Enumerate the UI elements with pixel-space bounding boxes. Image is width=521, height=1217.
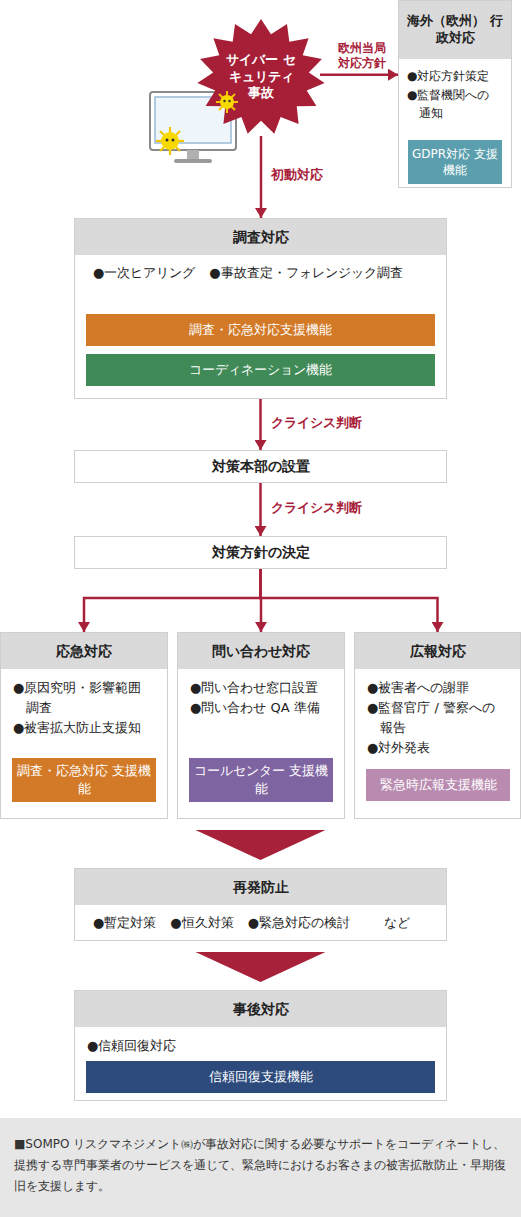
edge-label: 欧州当局 対応方針 — [332, 41, 392, 72]
process-panel: 広報対応●被害者への謝罪●監督官庁 / 警察への 報告●対外発表緊急時広報支援機… — [354, 632, 521, 819]
function-name: 緊急時広報支援機能 — [380, 776, 497, 794]
starburst-text-wrap: サイバー セキュリティ 事故 — [196, 18, 326, 136]
flow-arrow — [196, 830, 326, 860]
support-function-band: コーディネーション機能 — [86, 354, 435, 386]
flow-arrow — [261, 569, 438, 632]
bullet-item: ●対応方針策定 — [407, 67, 505, 86]
process-panel: 応急対応●原因究明・影響範囲 調査●被害拡大防止支援知調査・応急対応 支援機能 — [0, 632, 168, 819]
bullet-item: ●被害者への謝罪 — [367, 678, 510, 698]
flow-arrow — [260, 136, 263, 218]
panel-heading: 問い合わせ対応 — [178, 633, 344, 669]
virus-icons — [0, 0, 521, 220]
bullet-item: ●監督機関への 通知 — [407, 86, 505, 123]
support-function-band: 調査・応急対応支援機能 — [86, 314, 435, 346]
panel-body: ●一次ヒアリング ●事故査定・フォレンジック調査 — [75, 255, 446, 284]
panel-body: ●原因究明・影響範囲 調査●被害拡大防止支援知 — [1, 669, 167, 738]
function-name: 調査・応急対応 支援機能 — [16, 762, 152, 797]
bullet-item: ●信頼回復対応 — [87, 1036, 436, 1056]
panel-body: ●問い合わせ窓口設置●問い合わせ QA 準備 — [178, 669, 344, 718]
function-name: GDPR対応 支援機能 — [412, 146, 498, 178]
process-panel: 問い合わせ対応●問い合わせ窓口設置●問い合わせ QA 準備コールセンター 支援機… — [177, 632, 345, 819]
flow-arrow — [320, 73, 398, 76]
note-text: ■SOMPO リスクマネジメント㈱が事故対応に関する必要なサポートをコーディネー… — [14, 1134, 507, 1197]
flow-arrow — [259, 483, 262, 536]
edge-label: クライシス判断 — [271, 500, 362, 517]
panel-heading: 調査対応 — [75, 219, 446, 255]
bullet-item: ●原因究明・影響範囲 調査 — [13, 678, 157, 718]
edge-label: 初動対応 — [271, 167, 323, 184]
flow-arrow — [259, 399, 262, 450]
bullet-item: ●監督官庁 / 警察への 報告 — [367, 698, 510, 738]
edge-label: クライシス判断 — [271, 415, 362, 432]
bullet-item: ●一次ヒアリング — [93, 263, 195, 284]
support-function-band: GDPR対応 支援機能 — [408, 140, 502, 184]
panel-heading: 事後対応 — [75, 991, 446, 1027]
panel-heading: 再発防止 — [75, 869, 446, 905]
function-name: 信頼回復支援機能 — [209, 1068, 313, 1086]
flow-arrow — [259, 569, 262, 632]
flow-arrow — [196, 952, 326, 982]
panel-body: ●対応方針策定●監督機関への 通知 — [399, 59, 511, 123]
panel-body: ●被害者への謝罪●監督官庁 / 警察への 報告●対外発表 — [355, 669, 520, 759]
process-box: 対策本部の設置 — [74, 450, 447, 483]
process-panel: 海外（欧州） 行政対応●対応方針策定●監督機関への 通知GDPR対応 支援機能 — [398, 0, 512, 188]
bullet-item: ●被害拡大防止支援知 — [13, 718, 157, 738]
support-function-band: 緊急時広報支援機能 — [366, 769, 510, 801]
panel-heading: 広報対応 — [355, 633, 520, 669]
process-panel: 再発防止 ●暫定対策 ●恒久対策 ●緊急対応の検討 など — [74, 868, 447, 941]
bullet-item: ●問い合わせ窓口設置 — [190, 678, 334, 698]
function-name: コーディネーション機能 — [189, 361, 332, 379]
bullet-item: ●事故査定・フォレンジック調査 — [209, 263, 402, 284]
process-name: 対策本部の設置 — [212, 458, 310, 476]
function-name: コールセンター 支援機能 — [193, 762, 329, 797]
process-panel: 事後対応 ●信頼回復対応信頼回復支援機能 — [74, 990, 447, 1101]
panel-body: ●暫定対策 ●恒久対策 ●緊急対応の検討 など — [75, 905, 446, 934]
bullet-item: ●問い合わせ QA 準備 — [190, 698, 334, 718]
support-function-band: コールセンター 支援機能 — [189, 758, 333, 802]
process-panel: 調査対応 ●一次ヒアリング ●事故査定・フォレンジック調査調査・応急対応支援機能コー… — [74, 218, 447, 399]
bullet-item: など — [384, 913, 410, 934]
bullet-item: ●恒久対策 — [170, 913, 233, 934]
note-box: ■SOMPO リスクマネジメント㈱が事故対応に関する必要なサポートをコーディネー… — [0, 1118, 521, 1217]
panel-body: ●信頼回復対応 — [75, 1027, 446, 1056]
panel-heading: 海外（欧州） 行政対応 — [399, 1, 511, 59]
flow-arrow — [84, 569, 261, 632]
process-name: 対策方針の決定 — [212, 544, 310, 562]
process-box: 対策方針の決定 — [74, 536, 447, 569]
bullet-item: ●暫定対策 — [93, 913, 156, 934]
support-function-band: 信頼回復支援機能 — [86, 1061, 435, 1093]
panel-heading: 応急対応 — [1, 633, 167, 669]
bullet-item: ●対外発表 — [367, 738, 510, 758]
incident-starburst: サイバー セキュリティ 事故 — [196, 18, 326, 136]
function-name: 調査・応急対応支援機能 — [189, 321, 332, 339]
bullet-item: ●緊急対応の検討 — [248, 913, 350, 934]
support-function-band: 調査・応急対応 支援機能 — [12, 758, 156, 802]
